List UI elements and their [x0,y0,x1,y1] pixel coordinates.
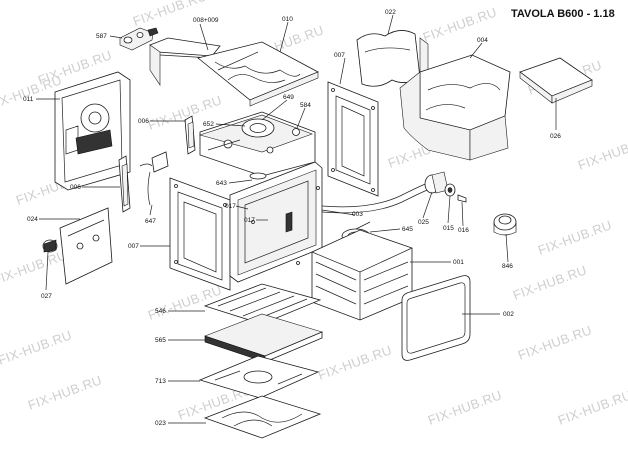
watermark: FIX-HUB.RU [0,327,74,368]
watermark: FIX-HUB.RU [576,132,628,173]
part-025-015-016-drawing [424,171,467,203]
label-001: 001 [453,259,464,266]
label-846: 846 [502,263,513,270]
part-024-drawing [59,207,113,285]
part-011-drawing [54,71,131,191]
label-015: 015 [443,225,454,232]
watermark: FIX-HUB.RU [511,262,589,303]
part-008-009-drawing [149,37,221,86]
part-004-drawing [399,54,511,161]
part-026-drawing [519,57,593,104]
label-024: 024 [27,216,38,223]
label-546: 546 [155,308,166,315]
part-546-drawing [203,283,322,325]
part-565-drawing [204,313,323,363]
part-007-left-drawing [169,177,231,291]
part-oven-front-drawing [229,161,323,283]
part-006-top-drawing [184,115,196,155]
part-023-drawing [203,395,322,439]
part-002-drawing [401,275,471,361]
label-026: 026 [550,133,561,140]
label-006-top: 006 [138,118,149,125]
label-652: 652 [203,121,214,128]
label-565: 565 [155,337,166,344]
label-022: 022 [385,9,396,16]
label-008-009: 008+009 [193,17,219,24]
part-007-right-drawing [327,81,379,197]
watermark: FIX-HUB.RU [26,372,104,413]
part-006-bottom-drawing [118,155,131,213]
label-713: 713 [155,378,166,385]
label-027: 027 [41,293,52,300]
label-645: 645 [402,226,413,233]
part-010-drawing [197,41,319,107]
part-labels: 587 008+009 010 022 004 026 011 006 652 … [23,9,561,427]
watermark: FIX-HUB.RU [0,247,69,288]
watermark: FIX-HUB.RU [316,342,394,383]
label-017-b: 017 [244,217,255,224]
label-004: 004 [477,37,488,44]
label-010: 010 [282,16,293,23]
label-006-bottom: 006 [70,184,81,191]
label-647: 647 [145,218,156,225]
label-587: 587 [96,33,107,40]
label-002: 002 [503,311,514,318]
label-584: 584 [300,102,311,109]
label-016: 016 [458,227,469,234]
label-017-a: 017 [225,203,236,210]
watermark: FIX-HUB.RU [516,322,594,363]
part-587-drawing [119,27,159,51]
label-007-right: 007 [334,52,345,59]
watermark: FIX-HUB.RU [556,387,628,428]
part-713-drawing [198,355,320,399]
label-011: 011 [23,96,34,103]
label-007-left: 007 [128,243,139,250]
label-003: 003 [352,211,363,218]
part-003-drawing [321,181,433,214]
label-023: 023 [155,420,166,427]
diagram-title: TAVOLA B600 - 1.18 [511,8,615,20]
part-027-drawing [42,239,58,253]
label-025: 025 [418,219,429,226]
part-oven-top-drawing [198,111,316,180]
watermark: FIX-HUB.RU [131,0,209,29]
label-643: 643 [216,180,227,187]
part-647-drawing [139,151,169,206]
watermark: FIX-HUB.RU [536,217,614,258]
watermark: FIX-HUB.RU [146,282,224,323]
part-001-drawing [311,229,413,321]
label-649: 649 [283,94,294,101]
watermark: FIX-HUB.RU [426,387,504,428]
part-846-drawing [493,213,517,236]
leader-lines [36,14,557,424]
